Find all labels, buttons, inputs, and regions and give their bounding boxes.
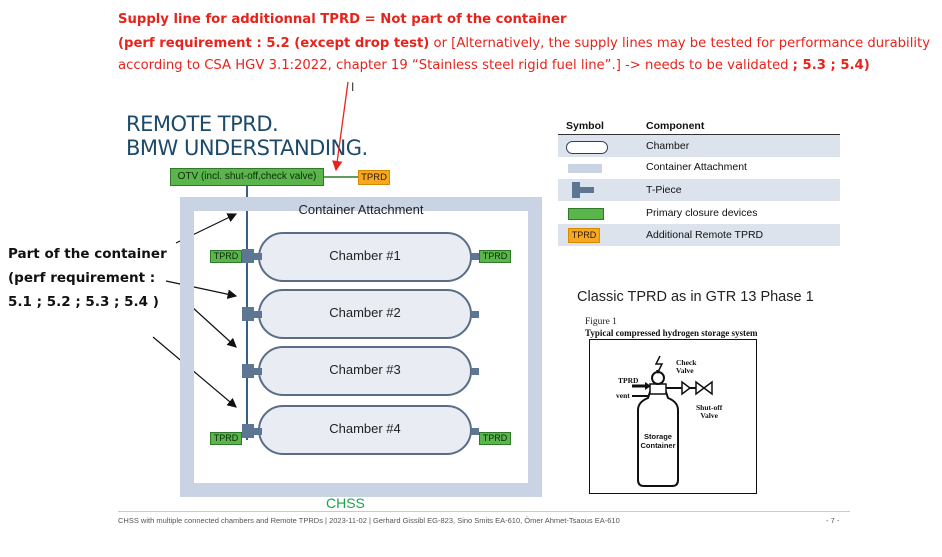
otv-box: OTV (incl. shut-off,check valve): [170, 168, 324, 186]
tprd-chamber-1-right: TPRD: [479, 250, 511, 263]
left-annotation-line-2: (perf requirement :: [8, 270, 156, 286]
t-piece-3: [242, 364, 254, 378]
legend-t-piece-label: T-Piece: [646, 184, 682, 196]
slide-title-line-2: BMW UNDERSTANDING.: [126, 136, 368, 160]
legend-primary-closure-label: Primary closure devices: [646, 207, 758, 219]
legend-chamber-label: Chamber: [646, 140, 690, 152]
classic-figure-box: Check Valve TPRD vent Shut-off Valve Sto…: [589, 339, 757, 494]
legend-primary-closure-symbol: [568, 208, 604, 220]
legend-chamber-symbol: [566, 141, 608, 154]
annotation-line-2: (perf requirement : 5.2 (except drop tes…: [118, 36, 931, 51]
legend-container-attachment-label: Container Attachment: [646, 161, 747, 173]
chamber-3: Chamber #3: [258, 346, 472, 396]
chamber-4: Chamber #4: [258, 405, 472, 455]
shutoff-valve-label: Shut-off Valve: [696, 403, 723, 420]
red-arrow: [332, 81, 349, 172]
slide-title-line-1: REMOTE TPRD.: [126, 112, 279, 136]
t-piece-1-stub: [254, 253, 262, 260]
legend-t-piece-stub: [580, 187, 594, 193]
chamber-1: Chamber #1: [258, 232, 472, 282]
tprd-chamber-4-left: TPRD: [210, 432, 242, 445]
t-piece-2-stub: [254, 311, 262, 318]
t-piece-3-stub: [254, 368, 262, 375]
container-attachment-frame: [180, 197, 542, 497]
vent-label: vent: [616, 391, 630, 400]
text-cursor-icon: I: [351, 80, 355, 94]
figure-caption: Typical compressed hydrogen storage syst…: [585, 328, 758, 338]
annotation-line-1: Supply line for additionnal TPRD = Not p…: [118, 12, 567, 27]
tprd-figure-label: TPRD: [618, 376, 639, 385]
legend-tprd-label: Additional Remote TPRD: [646, 229, 764, 241]
legend-table: Symbol Component Chamber Container Attac…: [558, 116, 840, 250]
legend-tprd-symbol: TPRD: [568, 228, 600, 243]
chamber-2-right-port: [471, 311, 479, 318]
annotation-line-3: according to CSA HGV 3.1:2022, chapter 1…: [118, 58, 870, 73]
t-piece-2: [242, 307, 254, 321]
legend-header-component: Component: [646, 120, 705, 132]
left-annotation-line-3: 5.1 ; 5.2 ; 5.3 ; 5.4 ): [8, 294, 159, 310]
t-piece-4-stub: [254, 428, 262, 435]
storage-system-drawing: [632, 355, 713, 487]
chamber-2: Chamber #2: [258, 289, 472, 339]
container-attachment-label: Container Attachment: [298, 202, 424, 217]
chss-label: CHSS: [326, 495, 365, 511]
storage-container-label: Storage Container: [640, 432, 676, 450]
legend-t-piece-symbol: [572, 182, 580, 198]
legend-header-symbol: Symbol: [566, 120, 604, 132]
t-piece-4: [242, 424, 254, 438]
chamber-3-right-port: [471, 368, 479, 375]
check-valve-label: Check Valve: [676, 358, 697, 375]
tprd-chamber-1-left: TPRD: [210, 250, 242, 263]
legend-container-attachment-symbol: [568, 164, 602, 173]
t-piece-1: [242, 249, 254, 263]
chamber-4-right-port: [471, 428, 479, 435]
footer-divider: [118, 511, 850, 512]
remote-tprd-label: TPRD: [358, 170, 390, 185]
figure-label: Figure 1: [585, 317, 617, 327]
footer-text: CHSS with multiple connected chambers an…: [118, 516, 620, 525]
page-number: - 7 -: [826, 516, 840, 525]
classic-tprd-title: Classic TPRD as in GTR 13 Phase 1: [577, 289, 814, 305]
left-annotation-line-1: Part of the container: [8, 246, 167, 262]
tprd-chamber-4-right: TPRD: [479, 432, 511, 445]
chamber-1-right-port: [471, 253, 479, 260]
